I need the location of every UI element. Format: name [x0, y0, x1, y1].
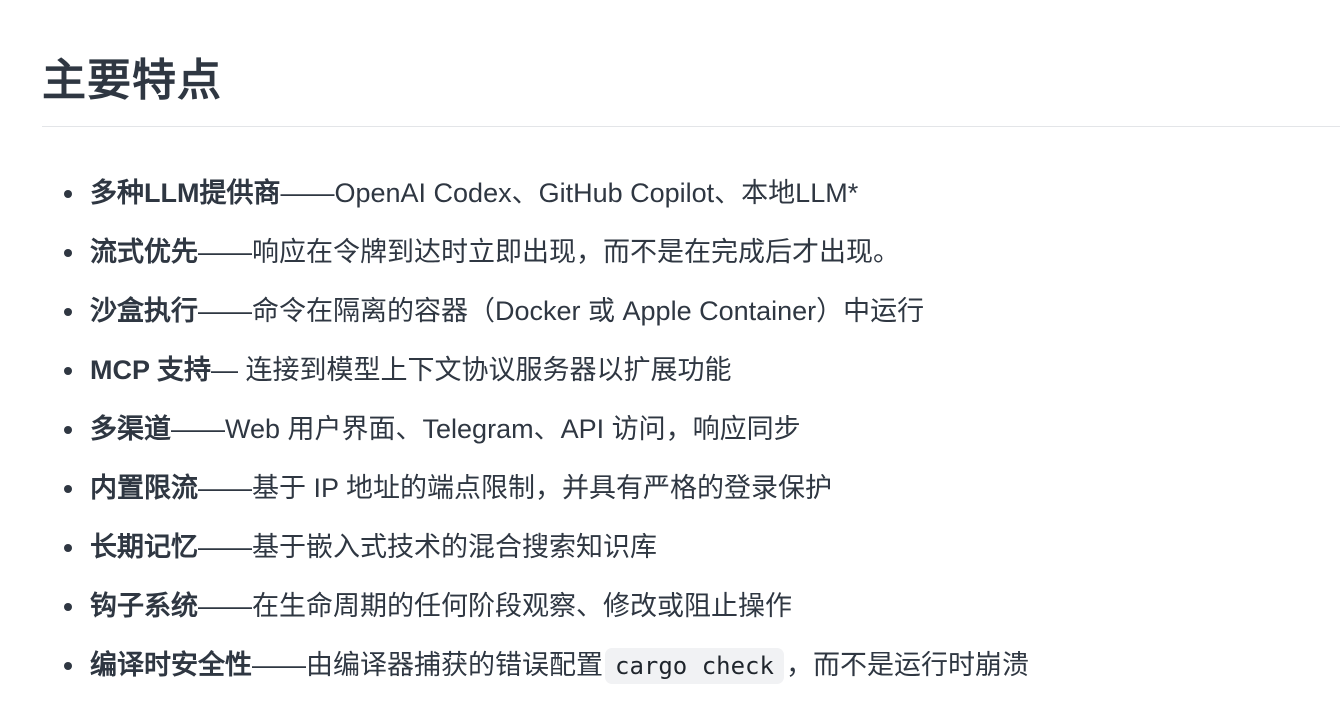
bullet-icon: [64, 544, 72, 552]
list-item: 内置限流——基于 IP 地址的端点限制，并具有严格的登录保护: [62, 463, 1029, 522]
feature-title: 多种LLM提供商: [90, 178, 281, 208]
heading-divider: [42, 126, 1340, 127]
list-item: 钩子系统——在生命周期的任何阶段观察、修改或阻止操作: [62, 581, 1029, 640]
bullet-icon: [64, 367, 72, 375]
bullet-icon: [64, 308, 72, 316]
bullet-icon: [64, 190, 72, 198]
inline-code: cargo check: [605, 648, 784, 684]
bullet-icon: [64, 426, 72, 434]
feature-title: 编译时安全性: [90, 650, 252, 680]
list-item: MCP 支持— 连接到模型上下文协议服务器以扩展功能: [62, 345, 1029, 404]
list-item: 多种LLM提供商——OpenAI Codex、GitHub Copilot、本地…: [62, 168, 1029, 227]
feature-description: ——响应在令牌到达时立即出现，而不是在完成后才出现。: [198, 237, 900, 267]
feature-title: 沙盒执行: [90, 296, 198, 326]
feature-title: 内置限流: [90, 473, 198, 503]
feature-title: 多渠道: [90, 414, 171, 444]
feature-description: ——基于 IP 地址的端点限制，并具有严格的登录保护: [198, 473, 833, 503]
bullet-icon: [64, 662, 72, 670]
feature-title: MCP 支持: [90, 355, 212, 385]
feature-description-tail: ，而不是运行时崩溃: [785, 650, 1029, 680]
feature-description: ——Web 用户界面、Telegram、API 访问，响应同步: [171, 414, 801, 444]
list-item: 流式优先——响应在令牌到达时立即出现，而不是在完成后才出现。: [62, 227, 1029, 286]
feature-description: ——基于嵌入式技术的混合搜索知识库: [198, 532, 657, 562]
section-heading: 主要特点: [42, 56, 222, 105]
feature-description: ——由编译器捕获的错误配置: [252, 650, 603, 680]
feature-title: 钩子系统: [90, 591, 198, 621]
bullet-icon: [64, 485, 72, 493]
list-item: 多渠道——Web 用户界面、Telegram、API 访问，响应同步: [62, 404, 1029, 463]
bullet-icon: [64, 249, 72, 257]
feature-title: 流式优先: [90, 237, 198, 267]
feature-description: ——OpenAI Codex、GitHub Copilot、本地LLM*: [280, 178, 859, 208]
feature-description: — 连接到模型上下文协议服务器以扩展功能: [211, 355, 732, 385]
list-item: 长期记忆——基于嵌入式技术的混合搜索知识库: [62, 522, 1029, 581]
feature-list: 多种LLM提供商——OpenAI Codex、GitHub Copilot、本地…: [62, 168, 1029, 699]
list-item: 沙盒执行——命令在隔离的容器（Docker 或 Apple Container）…: [62, 286, 1029, 345]
feature-description: ——在生命周期的任何阶段观察、修改或阻止操作: [198, 591, 792, 621]
feature-description: ——命令在隔离的容器（Docker 或 Apple Container）中运行: [198, 296, 925, 326]
bullet-icon: [64, 603, 72, 611]
feature-title: 长期记忆: [90, 532, 198, 562]
